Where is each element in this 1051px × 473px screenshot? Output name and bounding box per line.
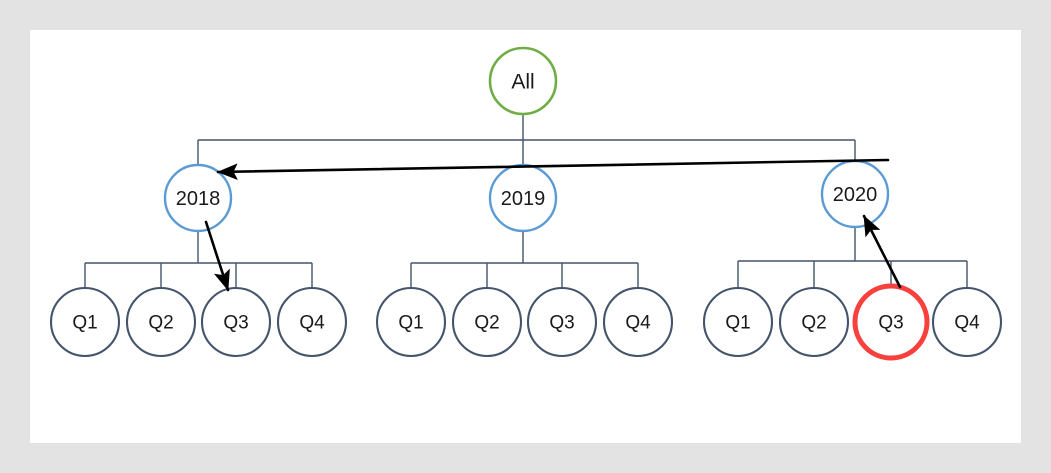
node-q-2019-q3-label: Q3: [549, 313, 574, 334]
node-year-2018-circle[interactable]: [163, 163, 233, 233]
node-q-2019-q4-label: Q4: [625, 313, 651, 334]
node-q-2018-q2-label: Q2: [148, 313, 173, 334]
node-year-2020[interactable]: 2020: [820, 159, 890, 229]
node-q-2018-q4-circle[interactable]: [276, 286, 348, 358]
node-q-2020-q3-label: Q3: [878, 313, 903, 334]
node-q-2019-q2-circle[interactable]: [451, 286, 523, 358]
node-q-2020-q4[interactable]: Q4: [931, 286, 1003, 358]
node-year-2018[interactable]: 2018: [163, 163, 233, 233]
node-q-2020-q4-circle[interactable]: [931, 286, 1003, 358]
arrow-2020-to-2018: [216, 158, 890, 180]
node-all[interactable]: All: [488, 46, 558, 116]
node-all-label: All: [511, 71, 534, 94]
node-q-2018-q1-label: Q1: [72, 313, 97, 334]
node-q-2018-q3[interactable]: Q3: [200, 286, 272, 358]
node-q-2020-q3-highlighted[interactable]: Q3: [852, 283, 930, 361]
node-q-2019-q1-circle[interactable]: [375, 286, 447, 358]
node-q-2020-q1[interactable]: Q1: [702, 286, 774, 358]
node-q-2019-q1[interactable]: Q1: [375, 286, 447, 358]
node-q-2019-q3[interactable]: Q3: [526, 286, 598, 358]
node-q-2018-q3-label: Q3: [223, 313, 248, 334]
node-q-2019-q2-label: Q2: [474, 313, 499, 334]
node-q-2019-q1-label: Q1: [398, 313, 423, 334]
node-q-2019-q4-circle[interactable]: [602, 286, 674, 358]
node-q-2020-q3-circle[interactable]: [852, 283, 930, 361]
node-q-2018-q1-circle[interactable]: [49, 286, 121, 358]
node-year-2019[interactable]: 2019: [488, 163, 558, 233]
connector-layer: [84, 114, 968, 288]
node-year-2019-circle[interactable]: [488, 163, 558, 233]
node-year-2018-label: 2018: [176, 188, 221, 210]
arrow-layer: [204, 158, 902, 292]
node-q-2020-q2-circle[interactable]: [778, 286, 850, 358]
node-year-2019-label: 2019: [501, 188, 546, 210]
node-q-2019-q2[interactable]: Q2: [451, 286, 523, 358]
node-q-2020-q1-label: Q1: [725, 313, 750, 334]
node-year-2020-label: 2020: [833, 184, 878, 206]
node-q-2018-q3-circle[interactable]: [200, 286, 272, 358]
node-q-2019-q4[interactable]: Q4: [602, 286, 674, 358]
node-q-2018-q2[interactable]: Q2: [125, 286, 197, 358]
node-q-2020-q4-label: Q4: [954, 313, 980, 334]
node-q-2020-q1-circle[interactable]: [702, 286, 774, 358]
node-q-2018-q1[interactable]: Q1: [49, 286, 121, 358]
node-q-2019-q3-circle[interactable]: [526, 286, 598, 358]
node-q-2020-q2-label: Q2: [801, 313, 826, 334]
node-q-2020-q2[interactable]: Q2: [778, 286, 850, 358]
node-q-2018-q4-label: Q4: [299, 313, 325, 334]
node-all-circle[interactable]: [488, 46, 558, 116]
arrow-q3-2020-to-2020: [862, 214, 902, 289]
node-q-2018-q2-circle[interactable]: [125, 286, 197, 358]
node-q-2018-q4[interactable]: Q4: [276, 286, 348, 358]
arrow-2018-to-q3-2018: [204, 220, 230, 292]
